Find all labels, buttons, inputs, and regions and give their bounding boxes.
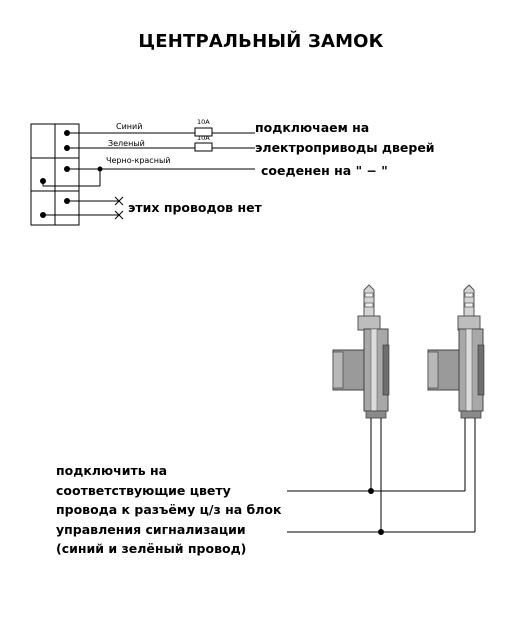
instruction-text: подключить на соответствующие цвету пров… [56, 461, 281, 559]
instruction-line-2: соответствующие цвету [56, 482, 231, 498]
wire-absent-bottom [43, 210, 124, 220]
note-doors-line2: электроприводы дверей [255, 140, 435, 155]
wire-black-red [42, 168, 255, 187]
connector-block [30, 123, 80, 226]
door-actuator-1 [332, 284, 390, 419]
note-ground: соеденен на " − " [261, 163, 388, 178]
junction-dot [97, 166, 103, 172]
actuator-wires [287, 418, 476, 533]
wire-green [67, 142, 255, 152]
wire-blue [67, 127, 255, 137]
note-doors-line1: подключаем на [255, 120, 370, 135]
page-title: ЦЕНТРАЛЬНЫЙ ЗАМОК [138, 31, 384, 52]
note-absent: этих проводов нет [128, 200, 262, 215]
wire-absent-top [67, 196, 124, 206]
instruction-line-3: провода к разъёму ц/з на блок [56, 502, 282, 518]
wire-label-green: Зеленый [108, 139, 145, 148]
instruction-line-1: подключить на [56, 463, 168, 478]
junction-dot-2 [378, 529, 384, 535]
door-actuator-2 [427, 284, 485, 419]
wire-label-black-red: Черно-красный [106, 156, 170, 165]
fuse-label-1: 10A [197, 118, 210, 126]
instruction-line-5: (синий и зелёный провод) [56, 541, 247, 557]
instruction-line-4: управления сигнализации [56, 521, 246, 537]
junction-dot-1 [368, 488, 374, 494]
fuse-label-2: 10A [197, 134, 210, 142]
wire-label-blue: Синий [116, 122, 142, 131]
